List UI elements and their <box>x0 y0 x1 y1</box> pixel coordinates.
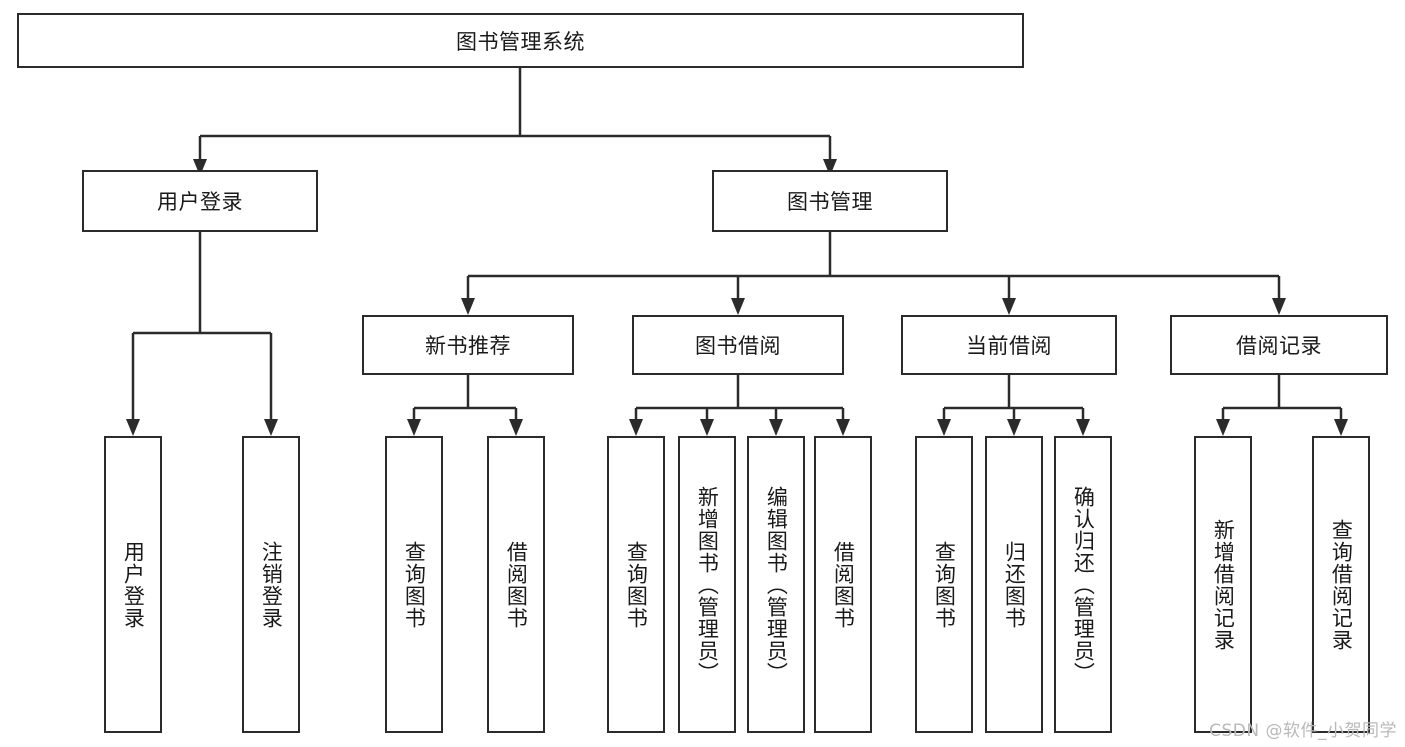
node-label: 图书管理 <box>787 190 873 214</box>
node-label: 用户登录 <box>121 540 146 629</box>
elbow-book-manage-arrow-1 <box>731 298 745 315</box>
node-label: 新增借阅记录 <box>1211 518 1236 651</box>
elbow-root-arrow-1 <box>823 159 837 176</box>
node-label: 当前借阅 <box>966 334 1052 358</box>
node-leaf-user-login[interactable]: 用户登录 <box>104 436 162 733</box>
elbow-current-borrow-arrow-0 <box>937 419 951 436</box>
elbow-new-book-rec-arrow-1 <box>509 419 523 436</box>
elbow-book-borrow-arrow-2 <box>769 419 783 436</box>
elbow-new-book-rec-arrow-0 <box>407 419 421 436</box>
node-label: 确认归还（管理员） <box>1071 485 1096 684</box>
node-current-borrow[interactable]: 当前借阅 <box>901 315 1117 375</box>
node-label: 新书推荐 <box>425 334 511 358</box>
node-label: 注销登录 <box>259 540 284 629</box>
elbow-current-borrow-arrow-2 <box>1076 419 1090 436</box>
watermark-label: CSDN @软件_小贺同学 <box>1209 721 1397 741</box>
node-label: 查询借阅记录 <box>1329 518 1354 651</box>
node-leaf-return-book[interactable]: 归还图书 <box>985 436 1043 733</box>
node-label: 借阅图书 <box>504 540 529 629</box>
elbow-book-borrow-arrow-3 <box>836 419 850 436</box>
node-borrow-record[interactable]: 借阅记录 <box>1170 315 1388 375</box>
node-book-borrow[interactable]: 图书借阅 <box>632 315 844 375</box>
node-label: 查询图书 <box>932 540 957 629</box>
elbow-book-manage-arrow-3 <box>1272 298 1286 315</box>
node-label: 图书借阅 <box>695 334 781 358</box>
node-label: 用户登录 <box>157 190 243 214</box>
node-root[interactable]: 图书管理系统 <box>17 13 1024 68</box>
node-leaf-add-record[interactable]: 新增借阅记录 <box>1194 436 1252 733</box>
elbow-book-manage-arrow-2 <box>1002 298 1016 315</box>
node-new-book-rec[interactable]: 新书推荐 <box>362 315 574 375</box>
node-leaf-query-book-2[interactable]: 查询图书 <box>607 436 665 733</box>
node-label: 归还图书 <box>1002 540 1027 629</box>
node-leaf-query-book-1[interactable]: 查询图书 <box>385 436 443 733</box>
node-label: 图书管理系统 <box>456 29 585 54</box>
node-label: 借阅图书 <box>831 540 856 629</box>
node-leaf-edit-book[interactable]: 编辑图书（管理员） <box>747 436 805 733</box>
elbow-book-manage-arrow-0 <box>461 298 475 315</box>
elbow-root-arrow-0 <box>193 159 207 176</box>
elbow-borrow-record-arrow-1 <box>1334 419 1348 436</box>
node-label: 编辑图书（管理员） <box>764 485 789 684</box>
node-leaf-borrow-book-2[interactable]: 借阅图书 <box>814 436 872 733</box>
elbow-user-login-arrow-1 <box>264 419 278 436</box>
elbow-borrow-record-arrow-0 <box>1216 419 1230 436</box>
elbow-book-borrow-arrow-1 <box>700 419 714 436</box>
node-label: 新增图书（管理员） <box>695 485 720 684</box>
node-leaf-query-book-3[interactable]: 查询图书 <box>915 436 973 733</box>
elbow-book-borrow-arrow-0 <box>629 419 643 436</box>
node-leaf-logout[interactable]: 注销登录 <box>242 436 300 733</box>
node-label: 查询图书 <box>624 540 649 629</box>
elbow-user-login-arrow-0 <box>126 419 140 436</box>
elbow-current-borrow-arrow-1 <box>1007 419 1021 436</box>
node-leaf-confirm-return[interactable]: 确认归还（管理员） <box>1054 436 1112 733</box>
node-leaf-add-book[interactable]: 新增图书（管理员） <box>678 436 736 733</box>
node-leaf-query-record[interactable]: 查询借阅记录 <box>1312 436 1370 733</box>
node-label: 借阅记录 <box>1236 334 1322 358</box>
node-leaf-borrow-book-1[interactable]: 借阅图书 <box>487 436 545 733</box>
node-book-manage[interactable]: 图书管理 <box>712 170 948 232</box>
node-user-login[interactable]: 用户登录 <box>82 170 318 232</box>
node-label: 查询图书 <box>402 540 427 629</box>
